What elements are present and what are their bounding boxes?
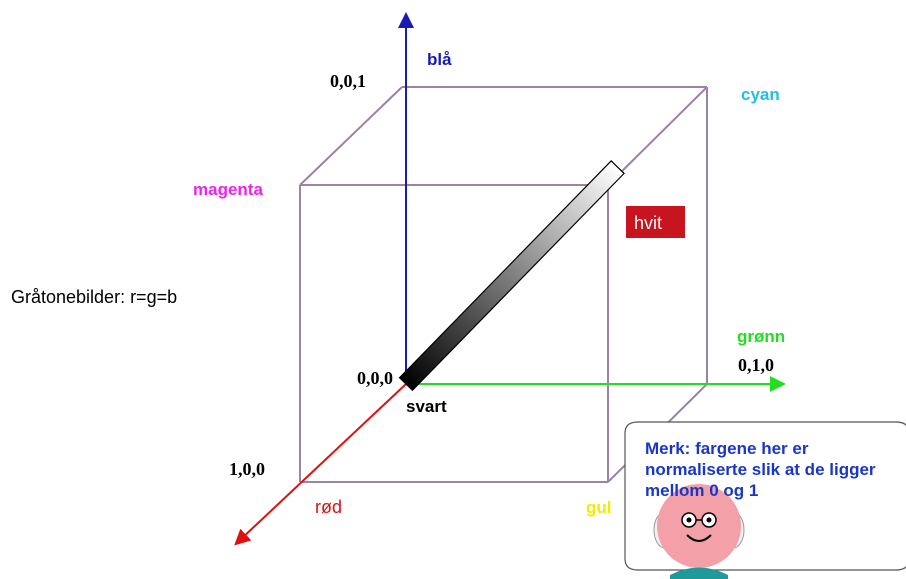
note-text: Merk: fargene her er normaliserte slik a… <box>645 439 876 500</box>
red-axis-label: rød <box>315 497 342 517</box>
grayscale-bar <box>398 160 625 392</box>
green-unit-coord: 0,1,0 <box>738 355 774 375</box>
cyan-label: cyan <box>741 85 780 104</box>
red-axis <box>234 383 407 546</box>
blue-axis-label: blå <box>427 50 452 69</box>
cube-edge <box>299 86 403 186</box>
yellow-label: gul <box>586 498 612 517</box>
magenta-label: magenta <box>193 180 263 199</box>
cube-edge <box>607 86 708 186</box>
black-label: svart <box>406 397 447 416</box>
white-label-box: hvit <box>626 206 685 238</box>
grayscale-caption: Gråtonebilder: r=g=b <box>11 287 178 307</box>
origin-coord: 0,0,0 <box>357 368 393 388</box>
blue-unit-coord: 0,0,1 <box>330 71 366 91</box>
red-unit-coord: 1,0,0 <box>229 459 265 479</box>
professor-character <box>653 484 745 579</box>
green-axis-label: grønn <box>737 327 786 346</box>
white-label: hvit <box>634 213 663 233</box>
